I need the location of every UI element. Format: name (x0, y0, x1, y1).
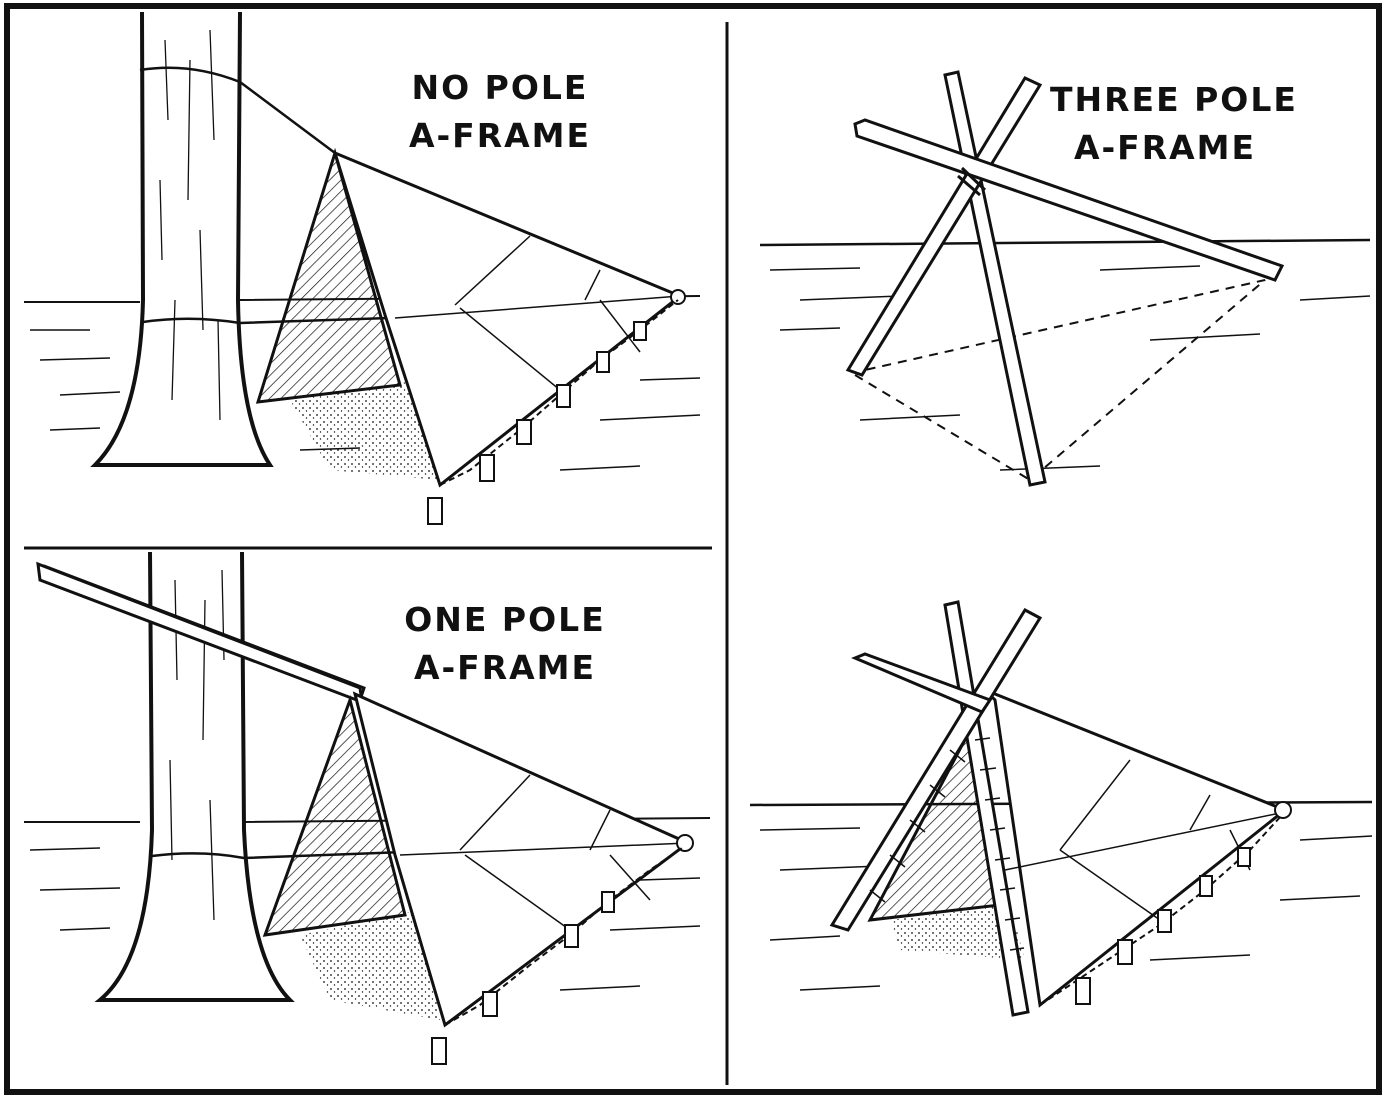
no-pole-line2: A-FRAME (400, 112, 600, 160)
three-pole-a-frame-drawing (750, 602, 1372, 1015)
one-pole-line2: A-FRAME (400, 644, 610, 692)
tree-trunk (95, 12, 270, 465)
three-pole-line2: A-FRAME (1050, 124, 1280, 172)
no-pole-a-frame-label: NO POLE A-FRAME (400, 64, 600, 160)
one-pole-line1: ONE POLE (400, 596, 610, 644)
three-pole-a-frame-label: THREE POLE A-FRAME (1050, 76, 1280, 172)
no-pole-line1: NO POLE (400, 64, 600, 112)
tree-trunk (100, 552, 290, 1000)
three-pole-line1: THREE POLE (1050, 76, 1280, 124)
one-pole-a-frame-label: ONE POLE A-FRAME (400, 596, 610, 692)
